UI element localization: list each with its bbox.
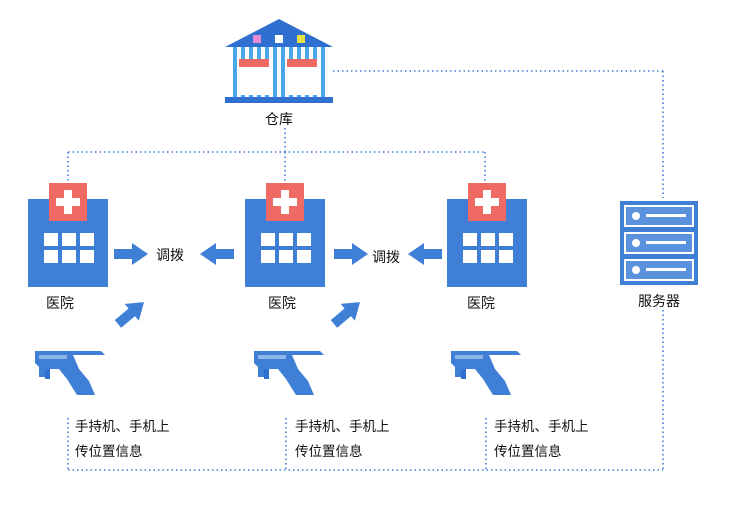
handheld-scanner-icon	[451, 351, 521, 395]
scanner-note-line2: 传位置信息	[75, 444, 143, 460]
hospital-icon	[28, 183, 108, 287]
hospital-label: 医院	[46, 296, 74, 312]
scanner-note-line2: 传位置信息	[295, 444, 363, 460]
arrow-left-icon	[200, 243, 234, 265]
hospital-label: 医院	[268, 296, 296, 312]
scanner-note-line2: 传位置信息	[494, 444, 562, 460]
scanner-note: 手持机、手机上 传位置信息	[494, 415, 589, 465]
transfer-label: 调拨	[372, 250, 400, 266]
arrow-left-icon	[408, 243, 442, 265]
scanner-note-line1: 手持机、手机上	[75, 419, 170, 435]
server-icon	[620, 201, 698, 285]
scanner-note: 手持机、手机上 传位置信息	[75, 415, 170, 465]
warehouse-label: 仓库	[265, 112, 293, 128]
hospital-icon	[245, 183, 325, 287]
arrow-up-right-icon	[114, 302, 145, 328]
arrow-up-right-icon	[330, 302, 361, 328]
transfer-label: 调拨	[156, 248, 184, 264]
scanner-note-line1: 手持机、手机上	[494, 419, 589, 435]
warehouse-icon	[225, 19, 333, 103]
arrow-right-icon	[114, 243, 148, 265]
scanner-note-line1: 手持机、手机上	[295, 419, 390, 435]
handheld-scanner-icon	[254, 351, 324, 395]
server-label: 服务器	[638, 294, 680, 310]
scanner-note: 手持机、手机上 传位置信息	[295, 415, 390, 465]
handheld-scanner-icon	[35, 351, 105, 395]
hospital-label: 医院	[467, 296, 495, 312]
arrow-right-icon	[334, 243, 368, 265]
hospital-icon	[447, 183, 527, 287]
